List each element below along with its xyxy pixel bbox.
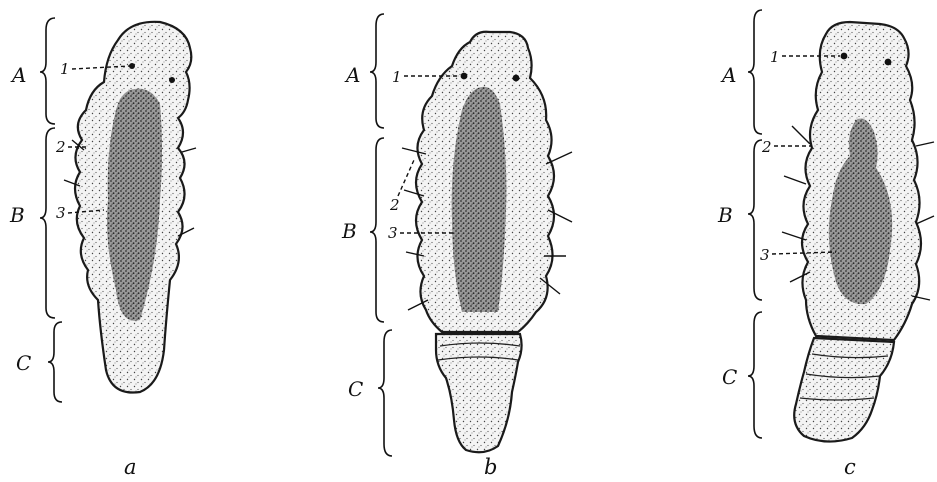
brace-head — [370, 14, 384, 128]
brace-tail — [748, 312, 762, 438]
larva-tail — [794, 338, 894, 442]
panel-c: A B C 1 2 3 c — [717, 10, 934, 479]
brace-trunk — [40, 128, 55, 318]
marker-3: 3 — [760, 246, 770, 264]
marker-2: 2 — [55, 138, 66, 156]
gut — [452, 87, 507, 312]
brace-head — [748, 10, 762, 134]
panel-a: A B C 1 2 3 a — [9, 18, 196, 479]
seta — [784, 176, 806, 184]
marker-2: 2 — [761, 138, 772, 156]
panel-b: A B C 1 2 3 b — [341, 14, 572, 479]
segment-label-trunk: B — [717, 203, 733, 227]
marker-3: 3 — [56, 204, 66, 222]
panel-caption: c — [844, 455, 856, 479]
marker-1: 1 — [60, 60, 70, 78]
segment-label-head: A — [10, 63, 26, 87]
eye-right — [513, 75, 520, 82]
brace-tail — [378, 330, 392, 456]
marker-3: 3 — [388, 224, 398, 242]
brace-trunk — [370, 138, 384, 322]
eye-left — [841, 53, 848, 60]
eye-right — [885, 59, 892, 66]
seta — [792, 126, 810, 144]
larva-tail — [436, 334, 522, 452]
seta — [182, 148, 196, 152]
segment-label-head: A — [344, 63, 360, 87]
marker-1: 1 — [392, 68, 402, 86]
brace-trunk — [748, 140, 762, 300]
panel-caption: b — [484, 455, 497, 479]
segment-label-tail: C — [16, 351, 31, 375]
brace-head — [40, 18, 55, 124]
eye-right — [169, 77, 175, 83]
brace-tail — [48, 322, 62, 402]
marker-1: 1 — [770, 48, 780, 66]
panel-caption: a — [124, 455, 137, 479]
segment-label-tail: C — [722, 365, 737, 389]
seta — [916, 216, 934, 224]
eye-left — [461, 73, 468, 80]
seta — [916, 142, 934, 146]
segment-label-head: A — [720, 63, 736, 87]
segment-label-tail: C — [348, 377, 363, 401]
segment-label-trunk: B — [9, 203, 25, 227]
marker-2: 2 — [389, 196, 400, 214]
segment-label-trunk: B — [341, 219, 357, 243]
